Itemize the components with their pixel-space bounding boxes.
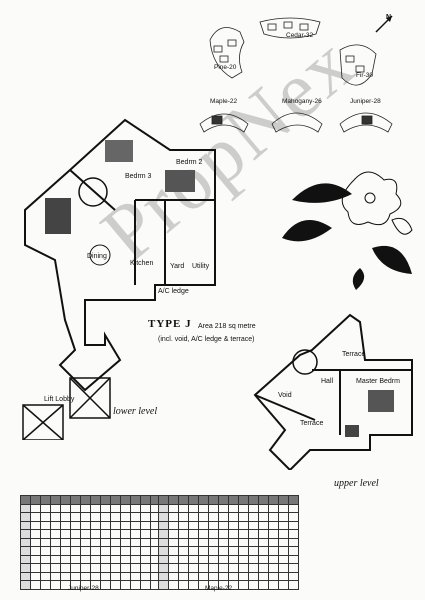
block-label-fir: Fir-30 [356,72,373,79]
room-master-bedrm: Master Bedrm [356,378,400,385]
unit-type-title: TYPE J [148,318,192,330]
unit-table-juniper [20,495,161,590]
room-bedrm-2: Bedrm 2 [176,159,203,166]
lower-level-floorplan [22,118,216,440]
room-utility: Utility [192,263,210,270]
block-label-maple: Maple-22 [210,98,238,105]
room-void: Void [278,392,292,399]
flower-illustration [282,171,413,290]
room-kitchen: Kitchen [130,260,154,267]
table-caption-juniper: Juniper-28 [68,585,99,592]
room-terrace-top: Terrace [342,351,366,358]
upper-level-floorplan [253,313,413,470]
compass: N [372,12,398,36]
upper-level-label: upper level [334,478,379,489]
key-plan [199,17,393,133]
room-dining: Dining [87,253,107,260]
unit-area: Area 218 sq metre [198,323,256,330]
unit-table-maple [158,495,299,590]
compass-north-label: N [386,14,392,21]
compass-icon [375,15,393,33]
room-ac-ledge: A/C ledge [158,288,189,295]
block-label-juniper: Juniper-28 [350,98,381,105]
block-label-cedar: Cedar-32 [286,32,314,39]
block-label-mahogany: Mahogany-26 [282,98,322,105]
room-hall: Hall [321,378,334,385]
table-caption-maple: Maple-22 [205,585,233,592]
lift-lobby-label: Lift Lobby [44,396,75,403]
room-bedrm-3: Bedrm 3 [125,173,152,180]
room-yard: Yard [170,263,185,270]
unit-area-note: (incl. void, A/C ledge & terrace) [158,336,255,343]
lower-level-label: lower level [113,406,158,417]
room-terrace-bottom: Terrace [300,420,324,427]
block-label-pine: Pine-20 [214,64,237,71]
